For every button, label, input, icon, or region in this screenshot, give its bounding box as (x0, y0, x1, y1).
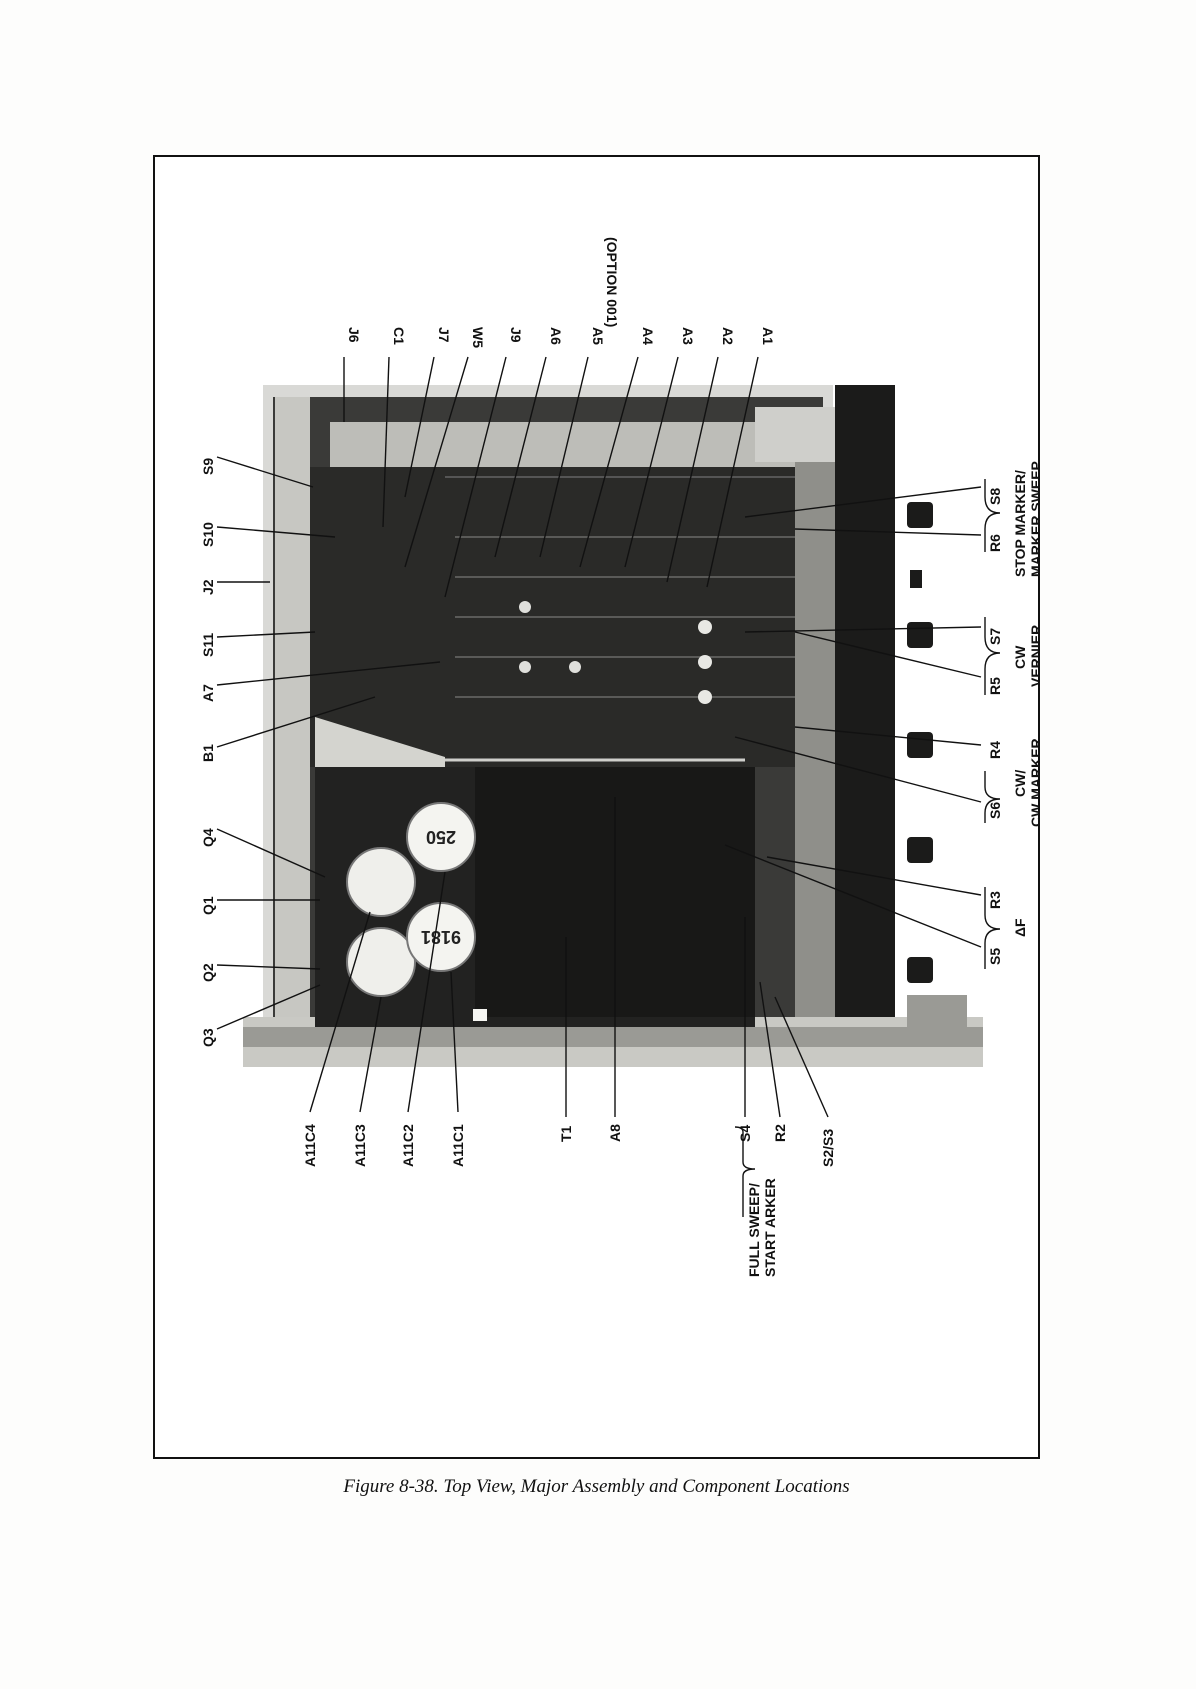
figure-caption: Figure 8-38. Top View, Major Assembly an… (343, 1476, 850, 1497)
label-delta-f: ΔF (1012, 918, 1028, 937)
right-labels: S8 R6 STOP MARKER/ MARKER SWEEP S7 R5 CW… (724, 461, 1038, 969)
label-a11c3: A11C3 (352, 1124, 368, 1167)
label-a1: A1 (760, 327, 776, 345)
label-a8: A8 (607, 1124, 623, 1142)
label-s8: S8 (987, 488, 1003, 505)
label-q3: Q3 (200, 1028, 216, 1047)
label-q1: Q1 (200, 896, 216, 915)
label-a6: A6 (548, 327, 564, 345)
label-s2-s3: S2/S3 (820, 1129, 836, 1167)
label-t1: T1 (558, 1125, 574, 1142)
label-j9: J9 (508, 327, 524, 343)
capacitor-marking-upper: 250 (426, 827, 456, 847)
front-panel-knobs (907, 502, 967, 1027)
label-q4: Q4 (200, 828, 216, 847)
label-s5: S5 (987, 948, 1003, 965)
label-a7: A7 (200, 684, 216, 702)
label-s10: S10 (200, 522, 216, 547)
label-j7: J7 (436, 327, 452, 343)
label-stop-marker-line2: MARKER SWEEP (1028, 461, 1038, 577)
label-s6: S6 (987, 802, 1003, 819)
label-a4: A4 (640, 327, 656, 345)
left-labels: S9 S10 J2 S11 A7 B1 Q4 Q1 Q2 Q3 (200, 456, 441, 1047)
label-vernier: VERNIER (1028, 625, 1038, 687)
chassis-photo: 250 9181 (243, 385, 983, 1067)
label-r2: R2 (772, 1124, 788, 1142)
label-r6: R6 (987, 534, 1003, 552)
label-full-sweep-line2: START ARKER (762, 1178, 778, 1277)
label-cw-slash: CW/ (1012, 770, 1028, 797)
label-w5: W5 (470, 327, 486, 348)
label-full-sweep-line1: FULL SWEEP/ (746, 1183, 762, 1277)
label-s9: S9 (200, 458, 216, 475)
label-cw-marker: CW MARKER (1028, 738, 1038, 827)
top-labels: J6 C1 J7 W5 J9 A6 A5 (OPTION 001) A4 A3 (343, 237, 776, 598)
assembly-photo-diagram: 250 9181 J6 C1 (200, 237, 1038, 1277)
label-j6: J6 (346, 327, 362, 343)
figure-frame: 250 9181 J6 C1 (153, 155, 1040, 1459)
label-stop-marker-line1: STOP MARKER/ (1012, 470, 1028, 577)
label-a2: A2 (720, 327, 736, 345)
filter-capacitors: 250 9181 (346, 802, 476, 997)
label-r5: R5 (987, 677, 1003, 695)
label-a11c2: A11C2 (400, 1124, 416, 1167)
label-a3: A3 (680, 327, 696, 345)
label-a5-option: (OPTION 001) (604, 237, 620, 327)
capacitor-marking-lower: 9181 (421, 927, 461, 947)
label-a11c1: A11C1 (450, 1124, 466, 1167)
label-a5: A5 (590, 327, 606, 345)
circuit-board-rows (445, 476, 795, 704)
label-b1: B1 (200, 744, 216, 762)
label-s7: S7 (987, 628, 1003, 645)
label-s11: S11 (200, 633, 216, 657)
label-c1: C1 (391, 327, 407, 345)
label-j2: J2 (200, 579, 216, 595)
label-a11c4: A11C4 (302, 1124, 318, 1167)
label-q2: Q2 (200, 963, 216, 982)
label-r4: R4 (987, 741, 1003, 759)
label-cw: CW (1012, 645, 1028, 669)
bottom-labels: A11C4 A11C3 A11C2 A11C1 T1 A8 S4 R2 S2/S… (302, 797, 836, 1277)
label-r3: R3 (987, 891, 1003, 909)
